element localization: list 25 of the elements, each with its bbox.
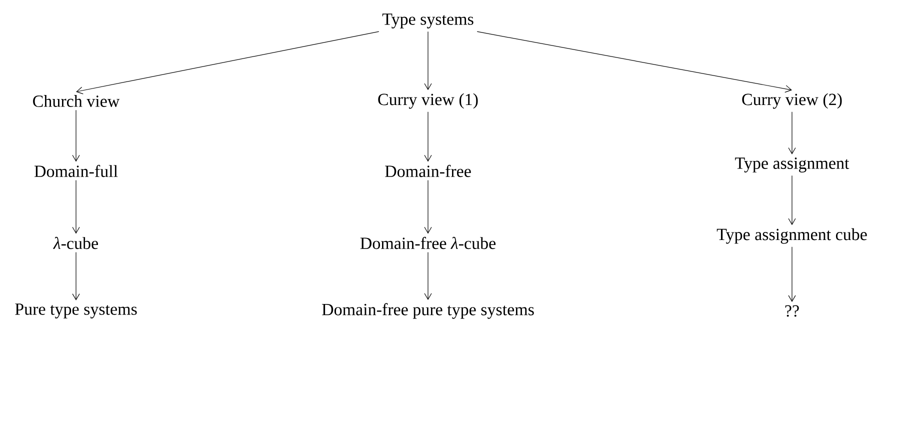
node-label: Church view [33,95,120,107]
node-label: Domain-full [34,164,118,178]
node-label: Type assignment [735,158,850,172]
arrow [424,112,432,162]
node-label: Domain-free λ-cube [360,236,496,250]
arrow [72,252,80,300]
node-label: Pure type systems [15,304,137,318]
arrow [72,110,80,162]
arrow [76,31,380,94]
node-label: λ-cube [53,236,98,250]
arrow [424,180,432,234]
node-label: Curry view (1) [378,93,478,109]
arrow [788,175,796,226]
arrow [424,31,432,90]
node-label: Type systems [382,14,474,28]
node-label: Type assignment cube [716,228,867,244]
node-label: Domain-free [385,164,471,178]
arrow [424,252,432,300]
arrow [476,31,792,93]
arrow [788,246,796,302]
arrow [788,112,796,154]
arrow [72,180,80,234]
node-label: Curry view (2) [742,93,842,109]
node-label: ?? [785,305,799,317]
node-label: Domain-free pure type systems [322,303,534,319]
